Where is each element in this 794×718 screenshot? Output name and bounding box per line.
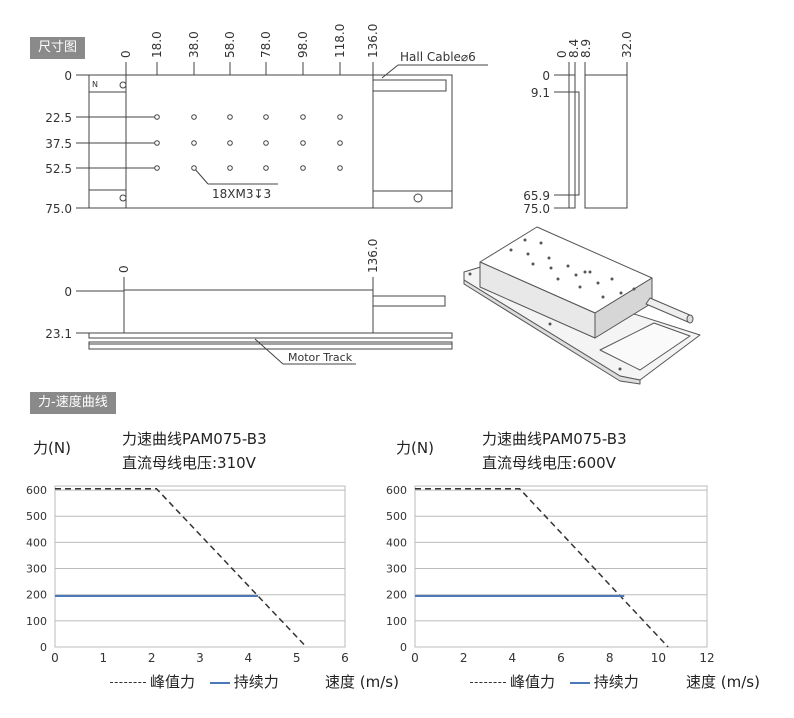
- chart2-legend-peak: 峰值力: [510, 673, 556, 691]
- chart1-xtick-1: 1: [100, 651, 108, 665]
- top-y-tick-4: 75.0: [45, 202, 72, 216]
- front-x-tick-1: 136.0: [366, 239, 380, 273]
- top-view-holes: [154, 114, 343, 171]
- chart2-plot-frame: [414, 485, 708, 648]
- chart1-ytick-3: 300: [26, 563, 47, 576]
- top-x-tick-0: 0: [119, 50, 133, 58]
- chart1-ytick-1: 100: [26, 615, 47, 628]
- chart1-ytick-4: 400: [26, 536, 47, 549]
- chart1-xtick-2: 2: [148, 651, 156, 665]
- top-x-tick-6: 118.0: [333, 24, 347, 58]
- side-x-tick-0: 0: [555, 50, 569, 58]
- side-y-tick-2: 65.9: [523, 189, 550, 203]
- front-y-tick-0: 0: [64, 285, 72, 299]
- chart2-ytick-5: 500: [386, 510, 407, 523]
- isometric-view: [463, 226, 701, 385]
- hole-label: 18XM3↧3: [212, 187, 271, 201]
- chart1-xtick-3: 3: [196, 651, 204, 665]
- side-y-tick-0: 0: [542, 69, 550, 83]
- chart2-ytick-0: 0: [400, 641, 407, 654]
- chart2-ytick-4: 400: [386, 536, 407, 549]
- chart2-xtick-4: 8: [606, 651, 614, 665]
- front-x-tick-0: 0: [117, 265, 131, 273]
- top-x-tick-3: 58.0: [223, 31, 237, 58]
- front-y-tick-1: 23.1: [45, 327, 72, 341]
- chart1-subtitle: 直流母线电压:310V: [122, 454, 256, 472]
- side-y-tick-3: 75.0: [523, 202, 550, 216]
- chart1-ylabel: 力(N): [33, 439, 71, 457]
- chart2-ylabel: 力(N): [396, 439, 434, 457]
- chart1-plot-frame: [54, 485, 346, 648]
- chart2-xtick-2: 4: [509, 651, 517, 665]
- chart1-ytick-0: 0: [40, 641, 47, 654]
- chart2-legend: 峰值力 持续力: [470, 671, 639, 693]
- force-speed-tag: 力-速度曲线: [30, 392, 116, 414]
- chart2-xtick-1: 2: [460, 651, 468, 665]
- chart2-plot: 0 100 200 300 400 500 600 0 2 4 6 8 10 12: [386, 484, 715, 665]
- top-x-tick-4: 78.0: [259, 31, 273, 58]
- chart1-xtick-6: 6: [341, 651, 349, 665]
- chart2-xtick-6: 12: [699, 651, 714, 665]
- top-view: [76, 62, 488, 209]
- chart2-ytick-1: 100: [386, 615, 407, 628]
- chart2-legend-cont-swatch: [569, 681, 590, 684]
- motor-track-label: Motor Track: [288, 351, 353, 364]
- side-x-tick-2: 8.9: [579, 39, 593, 58]
- dimension-drawing: 0 22.5 37.5 52.5 75.0 0 18.0 38.0 58.0 7…: [45, 24, 701, 385]
- chart1-ytick-5: 500: [26, 510, 47, 523]
- chart2-ytick-6: 600: [386, 484, 407, 497]
- chart1-xlabel: 速度 (m/s): [325, 673, 399, 691]
- top-x-tick-2: 38.0: [187, 31, 201, 58]
- chart2-title: 力速曲线PAM075-B3: [482, 430, 627, 448]
- chart2-xtick-3: 6: [557, 651, 565, 665]
- chart1-xtick-4: 4: [245, 651, 253, 665]
- top-y-tick-0: 0: [64, 69, 72, 83]
- chart1-legend-continuous: 持续力: [233, 673, 279, 691]
- chart1-legend-peak-swatch: [110, 682, 146, 683]
- chart1-legend-cont-swatch: [209, 681, 230, 684]
- chart1-plot: 0 100 200 300 400 500 600 0 1 2 3 4 5 6: [26, 484, 349, 665]
- chart1-peak-force-line: [55, 488, 307, 648]
- chart1-ytick-2: 200: [26, 589, 47, 602]
- top-y-tick-1: 22.5: [45, 111, 72, 125]
- top-y-tick-2: 37.5: [45, 137, 72, 151]
- top-x-tick-5: 98.0: [296, 31, 310, 58]
- chart2-xtick-5: 10: [651, 651, 666, 665]
- top-x-tick-1: 18.0: [150, 31, 164, 58]
- side-view: [554, 62, 628, 209]
- chart2-xlabel: 速度 (m/s): [686, 673, 760, 691]
- top-y-tick-3: 52.5: [45, 162, 72, 176]
- chart2-ytick-3: 300: [386, 563, 407, 576]
- chart1-xtick-5: 5: [293, 651, 301, 665]
- chart2-legend-peak-swatch: [470, 682, 506, 683]
- hall-cable-label: Hall Cable⌀6: [400, 50, 476, 64]
- chart1-legend-peak: 峰值力: [150, 673, 196, 691]
- front-view: [76, 277, 453, 365]
- n-mark: N: [92, 80, 98, 89]
- chart1-xtick-0: 0: [51, 651, 59, 665]
- isometric-holes: [468, 238, 636, 371]
- chart1-title: 力速曲线PAM075-B3: [122, 430, 267, 448]
- chart2-ytick-2: 200: [386, 589, 407, 602]
- chart2-subtitle: 直流母线电压:600V: [482, 454, 616, 472]
- top-x-tick-7: 136.0: [366, 24, 380, 58]
- side-x-tick-1: 8.4: [567, 39, 581, 58]
- chart2-peak-force-line: [415, 488, 669, 648]
- chart1-ytick-6: 600: [26, 484, 47, 497]
- chart2-legend-continuous: 持续力: [593, 673, 639, 691]
- dimensions-tag: 尺寸图: [30, 37, 86, 59]
- chart1-legend: 峰值力 持续力: [110, 671, 279, 693]
- side-y-tick-1: 9.1: [531, 86, 550, 100]
- side-x-tick-3: 32.0: [620, 31, 634, 58]
- chart2-xtick-0: 0: [411, 651, 419, 665]
